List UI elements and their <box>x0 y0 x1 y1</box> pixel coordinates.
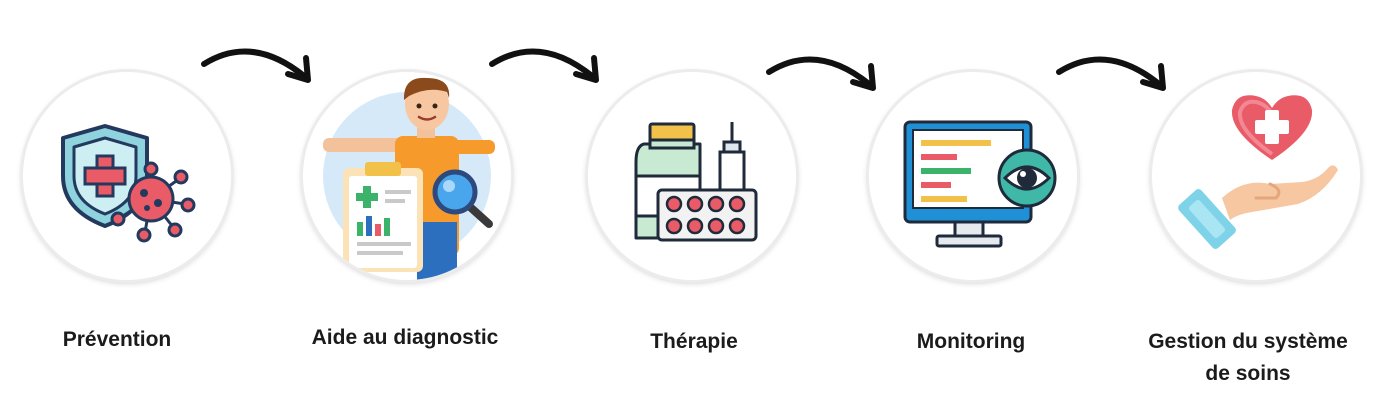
step-circle <box>23 72 231 280</box>
step-label: Prévention <box>62 328 172 351</box>
medicine-bottle-syringe-pills-icon <box>634 122 758 242</box>
monitor-eye-icon <box>903 120 1057 248</box>
step-label: Monitoring <box>916 330 1026 353</box>
doctor-clipboard-magnifier-icon <box>323 77 495 280</box>
shield-virus-icon <box>61 124 196 243</box>
arrow-icon <box>1056 56 1166 91</box>
step-label: Thérapie <box>650 330 738 353</box>
hand-heart-icon <box>1178 95 1338 249</box>
arrow-icon <box>489 48 599 83</box>
step-circle <box>303 72 511 280</box>
step-circle <box>869 72 1077 280</box>
arrow-icon <box>766 56 876 91</box>
step-label: Gestion du système de soins <box>1148 330 1348 385</box>
arrow-icon <box>201 48 311 83</box>
step-circle <box>588 72 796 280</box>
step-circle <box>1152 72 1360 280</box>
step-label: Aide au diagnostic <box>311 326 499 349</box>
